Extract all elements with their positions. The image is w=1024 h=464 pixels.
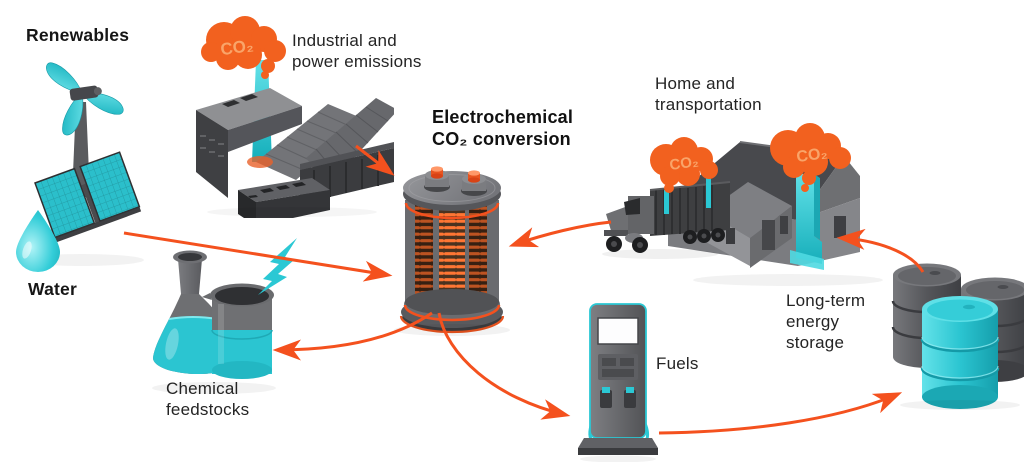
upper-orange-ring: [404, 202, 500, 220]
lower-orange-ring: [403, 304, 501, 322]
window-marks: [200, 135, 224, 157]
water-drop-illustration: [16, 210, 60, 272]
co2-cloud-truck-icon: CO₂: [650, 137, 718, 193]
page-title: Electrochemical CO₂ conversion: [432, 107, 574, 149]
base-orange-ring: [399, 315, 505, 334]
fuels-label: Fuels: [656, 354, 699, 373]
shadow: [580, 455, 656, 462]
exhaust-pipe: [706, 174, 711, 208]
feedstocks-label: Chemical feedstocks: [166, 379, 250, 419]
shadow: [152, 382, 276, 394]
electrochemical-cell-icon: [394, 166, 510, 336]
arrow-cell-to-fuels: [437, 312, 571, 420]
truck-icon: [602, 174, 731, 259]
terminal-1: [424, 166, 450, 192]
oil-barrels-icon: [891, 263, 1024, 410]
truck-cab: [604, 196, 654, 243]
turbine-nacelle: [69, 85, 102, 101]
factory-left-building: [196, 88, 302, 198]
wheels: [606, 228, 725, 253]
chimney-icon: [790, 174, 824, 270]
co2-cloud-house-icon: CO₂: [770, 123, 851, 192]
highlight: [22, 241, 32, 259]
nozzle-right: [624, 390, 636, 408]
arrow-storage-to-home: [836, 228, 925, 273]
shadow: [394, 324, 510, 336]
solar-panel-icon: [34, 151, 142, 243]
factory-illustration: CO₂: [196, 16, 394, 218]
factory-front-box: [238, 178, 330, 218]
co2-label: CO₂: [795, 145, 828, 166]
arrow-renewables-to-cell: [123, 231, 393, 282]
renewables-label: Renewables: [26, 25, 130, 45]
exhaust-pipe-front: [664, 190, 669, 214]
beaker-icon: [202, 283, 274, 379]
beaker-spout: [202, 293, 212, 300]
energy-storage-label: Long-term energy storage: [786, 291, 866, 352]
cell-pillars: [405, 200, 499, 304]
industrial-emissions-label: Industrial and power emissions: [292, 31, 422, 71]
arrow-industrial-to-cell: [355, 144, 395, 176]
terminal-2: [461, 170, 487, 196]
shadow: [900, 400, 1020, 410]
home-transportation-label: Home and transportation: [655, 74, 762, 114]
arrow-home-to-cell: [508, 220, 612, 248]
shadow: [693, 274, 883, 286]
energy-storage-illustration: [891, 263, 1024, 410]
oil-barrel-cyan: [920, 296, 1000, 409]
factory-icon: [196, 88, 394, 218]
co2-label: CO₂: [219, 36, 254, 59]
co2-cloud-icon: CO₂: [201, 16, 286, 79]
fuels-illustration: [578, 303, 658, 462]
pump-base: [578, 438, 658, 448]
fuel-pump-icon: [578, 303, 658, 462]
shadow: [207, 207, 377, 217]
arrow-cell-to-feedstocks: [272, 311, 433, 361]
chimney-glow: [247, 156, 273, 168]
co2-label: CO₂: [668, 153, 699, 174]
nozzle-left: [600, 390, 612, 408]
electrochemical-cell-illustration: [394, 166, 510, 336]
lightning-bolt-icon: [258, 238, 297, 295]
home-transportation-illustration: CO₂ CO₂: [602, 123, 883, 286]
feedstocks-illustration: [152, 250, 276, 394]
pump-screen: [597, 317, 639, 345]
water-label: Water: [28, 279, 77, 299]
arrow-fuels-to-storage: [658, 392, 903, 435]
